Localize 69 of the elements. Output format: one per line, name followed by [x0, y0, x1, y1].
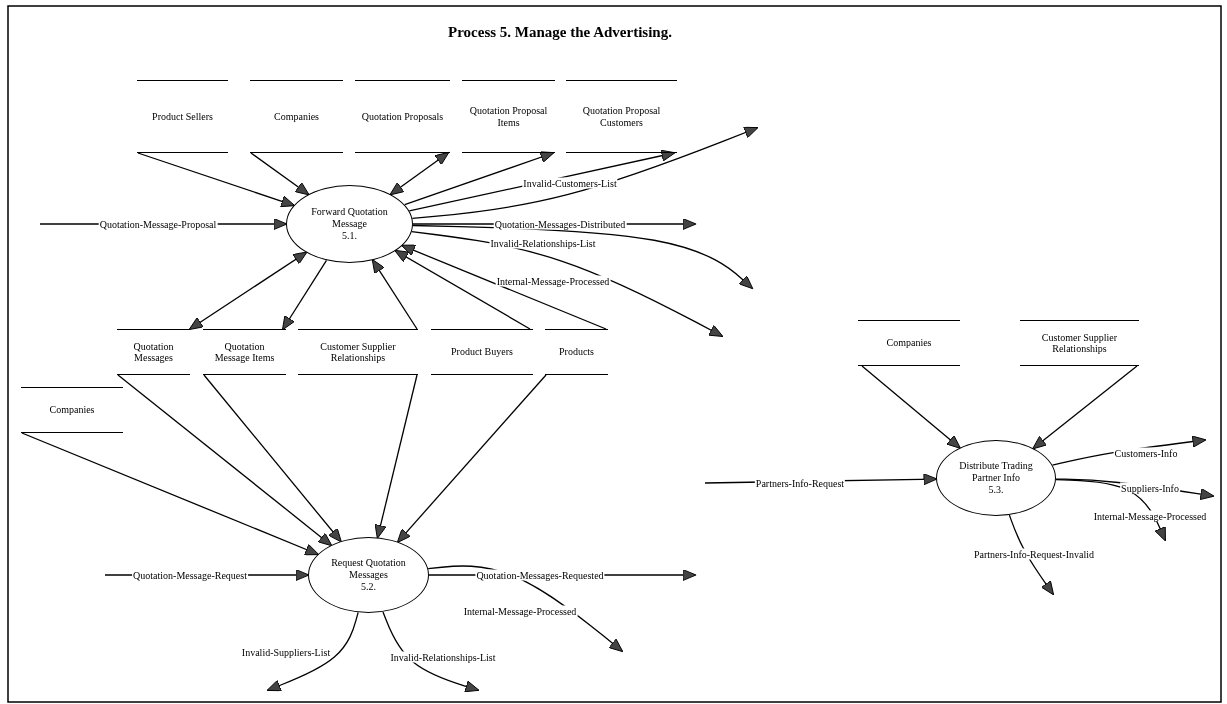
diagram-title: Process 5. Manage the Advertising. [448, 24, 672, 40]
data-flow-arrow [1032, 365, 1138, 450]
data-flow-arrow [203, 374, 342, 543]
data-flow-arrow [250, 152, 310, 196]
edge-label: Suppliers-Info [1120, 482, 1180, 494]
process-name: Distribute Trading Partner Info [958, 460, 1034, 484]
data-store [250, 80, 343, 153]
store-label: Quotation Message Items [213, 340, 276, 364]
data-flow-arrow [371, 258, 418, 330]
store-label: Companies [274, 110, 319, 123]
data-flow-arrow [861, 365, 962, 449]
store-label: Product Buyers [451, 346, 513, 358]
data-flow-arrow [382, 611, 480, 693]
edge-label: Internal-Message-Processed [495, 275, 611, 287]
data-store [137, 80, 228, 153]
process-number: 5.1. [342, 230, 357, 242]
data-flow-arrow [389, 151, 450, 196]
store-label: Quotation Messages [132, 340, 175, 364]
edge-label: Quotation-Messages-Distributed [493, 218, 627, 230]
edge-label: Invalid-Relationships-List [389, 651, 497, 663]
data-store [431, 329, 533, 375]
data-store [566, 80, 677, 153]
store-label: Companies [49, 404, 95, 416]
edge-label: Invalid-Relationships-List [489, 237, 597, 249]
data-flow-arrow [400, 244, 607, 330]
data-store [21, 387, 123, 433]
data-flow-arrow [21, 432, 320, 556]
store-label: Quotation Proposal Customers [581, 105, 662, 128]
data-store [545, 329, 608, 375]
data-store [462, 80, 555, 153]
data-flow-arrow [137, 152, 296, 208]
data-flow-arrow [396, 374, 547, 544]
edge-label: Quotation-Message-Request [132, 569, 248, 581]
process-number: 5.3. [988, 484, 1004, 496]
edge-label: Customers-Info [1113, 447, 1179, 459]
edge-label: Quotation-Messages-Requested [475, 569, 605, 581]
edge-label: Invalid-Suppliers-List [240, 646, 332, 658]
edge-label: Partners-Info-Request [754, 477, 846, 489]
process-name: Forward Quotation Message [310, 206, 389, 230]
edge-label: Quotation-Message-Proposal [98, 218, 218, 230]
store-label: Quotation Proposal Items [468, 105, 549, 128]
store-label: Companies [886, 337, 932, 349]
data-store [117, 329, 190, 375]
data-flow-arrow [394, 249, 531, 330]
store-label: Customer Supplier Relationships [319, 340, 397, 364]
process-ellipse [286, 185, 413, 263]
data-flow-arrow [281, 259, 328, 331]
store-label: Products [559, 346, 594, 358]
edge-label: Partners-Info-Request-Invalid [973, 548, 1095, 560]
data-store [858, 320, 960, 366]
store-label: Product Sellers [152, 110, 213, 123]
data-flow-arrow [411, 231, 724, 337]
data-store [203, 329, 286, 375]
data-flow-arrow [1008, 514, 1055, 596]
data-flow-arrow [188, 251, 308, 331]
process-name: Request Quotation Messages [330, 557, 407, 581]
edge-label: Internal-Message-Processed [1092, 510, 1208, 522]
store-label: Customer Supplier Relationships [1040, 331, 1119, 355]
data-store [355, 80, 450, 153]
process-number: 5.2. [361, 581, 376, 593]
data-flow-arrow [374, 374, 418, 539]
data-store [1020, 320, 1139, 366]
data-store [298, 329, 418, 375]
data-flow-arrow [266, 611, 359, 692]
edge-label: Internal-Message-Processed [462, 605, 578, 617]
edge-label: Invalid-Customers-List [522, 177, 618, 189]
data-flow-arrow [411, 126, 759, 219]
data-flow-arrow [404, 151, 555, 206]
store-label: Quotation Proposals [361, 110, 444, 123]
